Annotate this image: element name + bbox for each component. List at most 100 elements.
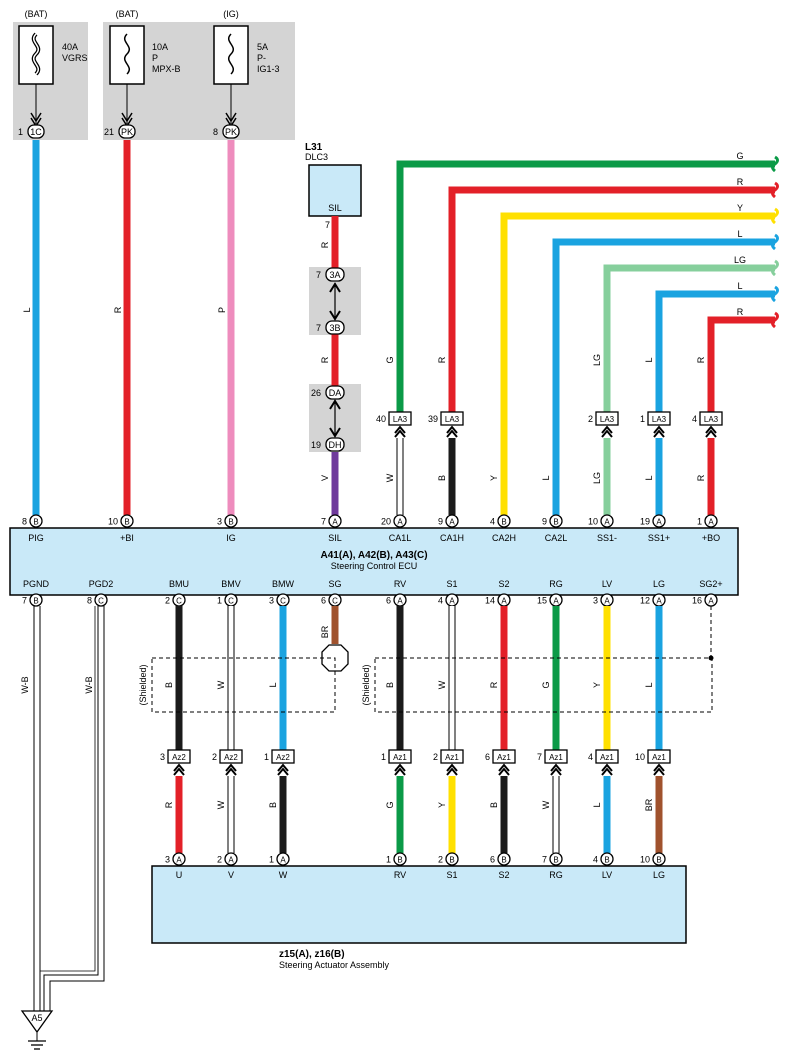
junction-3b: 3B 7 [316,320,345,335]
bus-below-label-3: L [541,475,551,480]
ecu-top-pin-10-conn: A [708,518,714,527]
bus-label-0: G [736,151,743,161]
ecu-top-pin-3: A7 [321,514,342,528]
ecu-top-pin-1-conn: B [124,518,129,527]
ecu-top-pin-6: B4 [490,514,511,528]
ecu-top-pin-2-pin: 3 [217,517,222,527]
ecu-top-pin-8: A10 [588,514,614,528]
sg-wire-label: BR [320,625,330,638]
svg-text:DH: DH [329,440,342,450]
ecu-bottom-pin-6-pin: 6 [386,596,391,606]
svg-text:7: 7 [316,270,321,280]
ground-wire-pgnd [33,606,41,1011]
ecu-top-pin-1: B10 [108,514,134,528]
connector-pk-1: PK 21 [104,124,136,139]
act-label-1: V [228,870,234,880]
act-pin-4-pin: 2 [438,855,443,865]
lower-label-pgnd: W-B [20,676,30,693]
ecu-bottom-label-0: PGND [23,579,50,589]
ecu-top-label-9: SS1+ [648,533,670,543]
actuator-box [151,865,687,944]
connector-1c: 1C 1 [18,124,45,139]
act-pin-1-conn: A [228,856,234,865]
ground-label: A5 [31,1013,42,1023]
ecu-bottom-label-5: SG [328,579,341,589]
ecu-bottom-label-6: RV [394,579,406,589]
lower-upper-label-9: L [644,682,654,687]
ecu-top-pin-9-pin: 19 [640,517,650,527]
ecu-bottom-label-1: PGD2 [89,579,114,589]
dlc-name: DLC3 [305,152,328,162]
act-pin-3-pin: 1 [386,855,391,865]
svg-text:19: 19 [311,440,321,450]
act-pin-6: B7 [542,852,563,866]
ecu-bottom-pin-8-pin: 14 [485,596,495,606]
ecu-title: A41(A), A42(B), A43(C) [320,550,427,561]
lower-conn-2-conn: Az2 [276,753,290,762]
svg-text:7: 7 [316,323,321,333]
ecu-bottom-label-8: S2 [498,579,509,589]
fuse-2-name: P [152,53,158,63]
bus-label-6: R [737,307,744,317]
ecu-bottom-pin-9: A15 [537,593,563,607]
ecu-bottom-label-4: BMW [272,579,295,589]
act-pin-0: A3 [165,852,186,866]
lower-upper-label-6: R [489,681,499,688]
ecu-top-pin-10-pin: 1 [697,517,702,527]
bus-conn-1-pin: 39 [428,414,438,424]
ecu-top-pin-0-conn: B [33,518,38,527]
fuse-1 [18,25,54,85]
act-pin-5: B6 [490,852,511,866]
ecu-top-pin-7: B9 [542,514,563,528]
act-pin-8-conn: B [656,856,661,865]
act-pin-6-conn: B [553,856,558,865]
ecu-bottom-label-10: LV [602,579,612,589]
bus-conn-4-pin: 2 [588,414,593,424]
ecu-top-label-3: SIL [328,533,342,543]
lower-conn-8-conn: Az1 [600,753,614,762]
lower-conn-5-pin: 2 [433,752,438,762]
dlc-box [308,164,362,217]
act-pin-1: A2 [217,852,238,866]
ecu-bottom-pin-9-pin: 15 [537,596,547,606]
bus-mid-label-0: G [385,356,395,363]
bus-below-label-0: W [385,473,395,482]
bus-line-5 [655,290,775,298]
ecu-top-pin-2: B3 [217,514,238,528]
act-label-5: S2 [498,870,509,880]
ecu-bottom-pin-12-conn: A [708,597,714,606]
ecu-bottom-pin-10-conn: A [604,597,610,606]
bus-line-2 [500,212,775,220]
source-type-3: (IG) [223,9,239,19]
ecu-bottom-pin-10-pin: 3 [593,596,598,606]
bus-conn-1-conn: LA3 [445,415,460,424]
act-pin-2-pin: 1 [269,855,274,865]
ecu-bottom-pin-0-conn: B [33,597,38,606]
lower-label-pgd2: W-B [84,676,94,693]
act-pin-4: B2 [438,852,459,866]
dlc-terminal: SIL [328,203,342,213]
ecu-bottom-pin-0-pin: 7 [22,596,27,606]
act-pin-4-conn: B [449,856,454,865]
ecu-top-pin-7-pin: 9 [542,517,547,527]
lower-lower-label-2: B [268,802,278,808]
svg-text:3A: 3A [329,270,340,280]
ecu-top-pin-6-pin: 4 [490,517,495,527]
act-pin-7-conn: B [604,856,609,865]
ecu-top-pin-0: B8 [22,514,43,528]
ecu-bottom-label-3: BMV [221,579,241,589]
svg-text:1C: 1C [30,127,42,137]
act-pin-5-conn: B [501,856,506,865]
bus-line-3 [552,238,775,246]
wire-label-pig: L [22,307,32,312]
ecu-bottom-label-11: LG [653,579,665,589]
ecu-bottom-pin-1-conn: C [98,597,104,606]
ecu-top-label-6: CA2H [492,533,516,543]
